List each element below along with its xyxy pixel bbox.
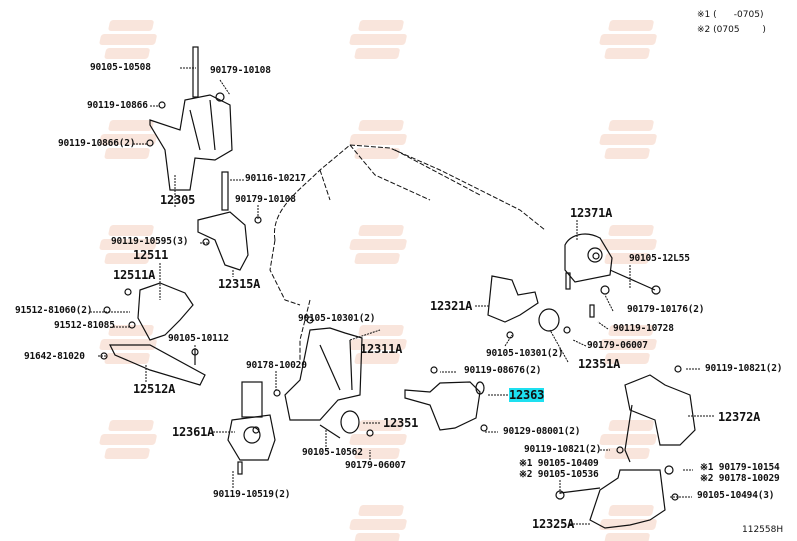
part-label-90119-10821-2[interactable]: 90119-10821(2): [705, 363, 783, 374]
part-label-90178-10020[interactable]: 90178-10020: [246, 360, 307, 371]
part-label-12371A[interactable]: 12371A: [570, 206, 613, 220]
part-label-12325A[interactable]: 12325A: [532, 517, 575, 531]
part-label-90105-12L55[interactable]: 90105-12L55: [629, 253, 690, 264]
part-label-90119-10728[interactable]: 90119-10728: [613, 323, 674, 334]
part-12311A: [273, 316, 374, 439]
part-label-12321A[interactable]: 12321A: [430, 299, 473, 313]
part-label-12361A[interactable]: 12361A: [172, 425, 215, 439]
part-label-12512A[interactable]: 12512A: [133, 382, 176, 396]
part-label-12315A[interactable]: 12315A: [218, 277, 261, 291]
part-12305: [146, 46, 233, 211]
watermark-logo: [99, 20, 157, 59]
watermark-logo: [599, 325, 657, 364]
part-label-1-90179-10154[interactable]: ※1 90179-10154: [700, 462, 780, 473]
part-label-90119-08676-2[interactable]: 90119-08676(2): [464, 365, 542, 376]
part-label-12305[interactable]: 12305: [160, 193, 196, 207]
part-label-12511[interactable]: 12511: [133, 248, 169, 262]
part-label-90179-06007[interactable]: 90179-06007: [345, 460, 406, 471]
part-12325A: [555, 465, 679, 529]
note-1: ※1 ( -0705): [697, 10, 764, 20]
part-12371A: [564, 233, 661, 318]
part-label-90179-10176-2[interactable]: 90179-10176(2): [627, 304, 705, 315]
part-label-90119-10866-2[interactable]: 90119-10866(2): [58, 138, 136, 149]
watermark-logo: [349, 20, 407, 59]
watermark-logo: [599, 20, 657, 59]
part-12315A: [197, 211, 262, 271]
watermark-logo: [349, 225, 407, 264]
part-label-12351[interactable]: 12351: [383, 416, 419, 430]
part-label-12511A[interactable]: 12511A: [113, 268, 156, 282]
diagram-code: 112558H: [742, 525, 784, 535]
watermark-logo: [99, 120, 157, 159]
watermark-logo: [599, 120, 657, 159]
watermark-logo: [599, 225, 657, 264]
part-label-90129-08001-2[interactable]: 90129-08001(2): [503, 426, 581, 437]
watermark-logo: [99, 225, 157, 264]
part-label-90119-10866[interactable]: 90119-10866: [87, 100, 148, 111]
part-label-90119-10519-2[interactable]: 90119-10519(2): [213, 489, 291, 500]
part-label-2-90105-10536[interactable]: ※2 90105-10536: [519, 469, 599, 480]
part-label-12363[interactable]: 12363: [509, 388, 545, 402]
part-label-12372A[interactable]: 12372A: [718, 410, 761, 424]
part-12321A: [487, 275, 571, 339]
part-label-12311A[interactable]: 12311A: [360, 342, 403, 356]
engine-outline: [269, 144, 546, 360]
part-label-90105-10508[interactable]: 90105-10508: [90, 62, 151, 73]
leader-lines: [90, 67, 715, 525]
watermark-logo: [99, 420, 157, 459]
part-label-12351A[interactable]: 12351A: [578, 357, 621, 371]
part-label-90105-10494-3[interactable]: 90105-10494(3): [697, 490, 775, 501]
part-label-90116-10217[interactable]: 90116-10217: [245, 173, 306, 184]
part-label-90179-10108[interactable]: 90179-10108: [210, 65, 271, 76]
part-label-90179-10108[interactable]: 90179-10108: [235, 194, 296, 205]
part-12511: [100, 282, 206, 386]
watermark-logo: [349, 325, 407, 364]
part-label-91512-81085[interactable]: 91512-81085: [54, 320, 115, 331]
part-label-90105-10562[interactable]: 90105-10562: [302, 447, 363, 458]
part-12372A: [616, 365, 696, 463]
watermark-logo: [349, 505, 407, 541]
part-12363: [404, 366, 488, 432]
part-label-2-90178-10029[interactable]: ※2 90178-10029: [700, 473, 780, 484]
part-12361A: [227, 381, 276, 475]
note-2: ※2 (0705 ): [697, 25, 766, 35]
part-label-90119-10821-2[interactable]: 90119-10821(2): [524, 444, 602, 455]
part-label-90119-10595-3[interactable]: 90119-10595(3): [111, 236, 189, 247]
part-label-90105-10112[interactable]: 90105-10112: [168, 333, 229, 344]
part-label-90179-06007[interactable]: 90179-06007: [587, 340, 648, 351]
watermark-logo: [599, 420, 657, 459]
watermark-logo: [349, 120, 407, 159]
part-label-1-90105-10409[interactable]: ※1 90105-10409: [519, 458, 599, 469]
part-label-90105-10301-2[interactable]: 90105-10301(2): [298, 313, 376, 324]
part-label-91642-81020[interactable]: 91642-81020: [24, 351, 85, 362]
part-label-91512-81060-2[interactable]: 91512-81060(2): [15, 305, 93, 316]
part-label-90105-10301-2[interactable]: 90105-10301(2): [486, 348, 564, 359]
